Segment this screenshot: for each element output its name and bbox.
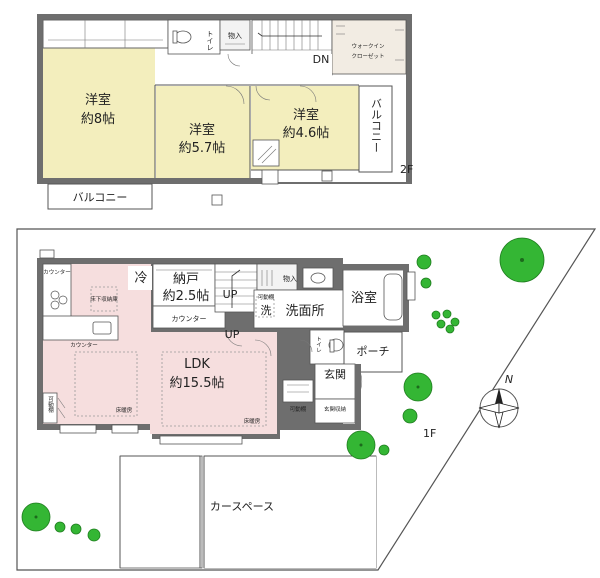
ldk-name: LDK [184, 357, 210, 372]
western-room-3-size: 約4.6帖 [283, 126, 330, 141]
floor-storage-label: 床下収納庫 [90, 295, 118, 303]
counter-label-3: カウンター [172, 314, 207, 323]
western-room-2-size: 約5.7帖 [179, 141, 226, 156]
fridge-label: 冷 [134, 271, 147, 286]
shoe-storage-label: 玄関収納 [324, 405, 347, 413]
up-label-2: UP [225, 328, 240, 341]
floor-heat-label-1: 床暖房 [116, 406, 133, 414]
closet-size: 約2.5帖 [163, 289, 210, 304]
ldk-size: 約15.5帖 [170, 376, 225, 391]
walkin-closet-label-2: クローゼット [351, 52, 384, 60]
compass-north-label: N [505, 373, 513, 386]
movable-shelf-label-3: 可動棚 [258, 293, 275, 301]
counter-label-2: カウンター [70, 341, 98, 349]
stairs-dn-label: DN [313, 53, 330, 66]
carport-label: カースペース [210, 500, 274, 513]
balcony-right-label: バルコニー [370, 98, 383, 153]
counter-label-1: カウンター [43, 268, 71, 276]
washer-label: 洗 [261, 304, 272, 317]
storage-1f-label: 物入 [283, 274, 297, 283]
movable-shelf-label-2: 可動棚 [290, 405, 307, 413]
toilet-1f-label: トイレ [315, 336, 322, 353]
western-room-1-name: 洋室 [85, 92, 111, 108]
western-room-1 [43, 48, 155, 178]
storage-2f-label: 物入 [228, 31, 242, 40]
floor-1f-label: 1F [423, 427, 436, 440]
balcony-left-label: バルコニー [73, 191, 128, 204]
entrance-label: 玄関 [324, 367, 346, 381]
porch-label: ポーチ [357, 345, 390, 358]
walkin-closet-label-1: ウォークイン [351, 42, 385, 50]
western-room-1-size: 約8帖 [81, 112, 115, 127]
floor-heat-label-2: 床暖房 [244, 417, 261, 425]
washroom-label: 洗面所 [285, 304, 324, 319]
toilet-2f-label: トイレ [206, 30, 214, 51]
western-room-2 [156, 86, 250, 178]
bath-label: 浴室 [351, 290, 377, 306]
floor-2f-label: 2F [400, 163, 413, 176]
floor-2f [37, 14, 412, 210]
up-label-1: UP [223, 288, 238, 301]
floor-1f [16, 228, 597, 571]
compass-icon [478, 388, 520, 429]
western-room-3-name: 洋室 [293, 107, 319, 123]
closet-name: 納戸 [173, 272, 199, 287]
movable-shelf-label-1: 可動棚 [47, 396, 54, 414]
western-room-2-name: 洋室 [189, 122, 215, 138]
trees [21, 237, 545, 542]
